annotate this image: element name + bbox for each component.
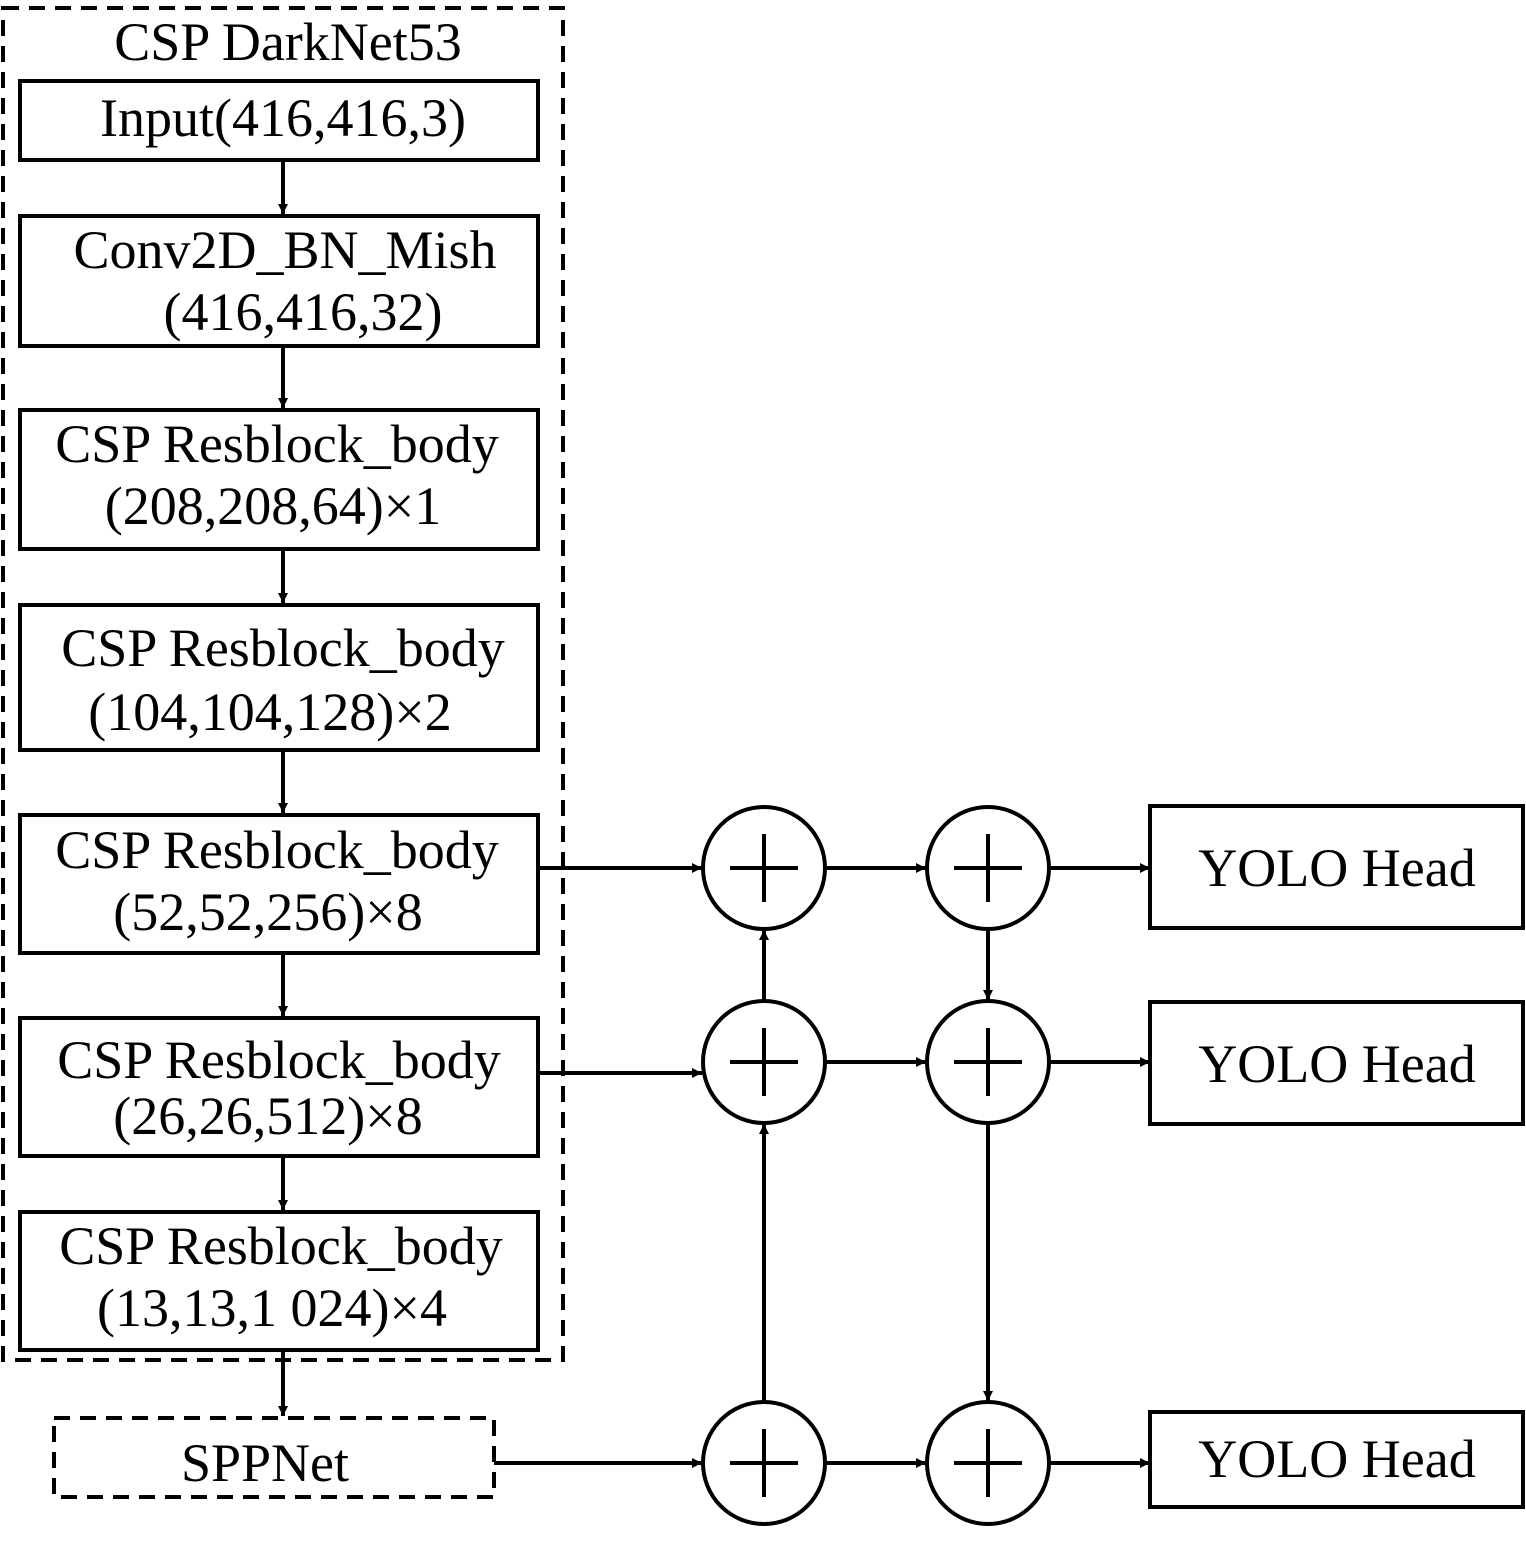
fusion-node-2-mid — [925, 999, 1051, 1125]
block-conv-line1: Conv2D_BN_Mish — [73, 220, 496, 280]
block-res5-line1: CSP Resblock_body — [59, 1216, 503, 1276]
block-resblock-2: CSP Resblock_body (104,104,128)×2 — [18, 603, 540, 752]
fusion-nodes — [701, 805, 1051, 1526]
block-resblock-3: CSP Resblock_body (52,52,256)×8 — [18, 813, 540, 955]
block-res4-line1: CSP Resblock_body — [57, 1030, 501, 1090]
block-input-label: Input(416,416,3) — [100, 88, 466, 148]
backbone-title: CSP DarkNet53 — [114, 12, 462, 72]
block-res3-line1: CSP Resblock_body — [55, 820, 499, 880]
block-res1-line1: CSP Resblock_body — [55, 414, 499, 474]
block-res2-line2: (104,104,128)×2 — [88, 682, 451, 742]
block-resblock-4: CSP Resblock_body (26,26,512)×8 — [18, 1016, 540, 1158]
block-resblock-1: CSP Resblock_body (208,208,64)×1 — [18, 408, 540, 551]
fusion-node-1-mid — [701, 999, 827, 1125]
yolo-head-2-label: YOLO Head — [1198, 1034, 1475, 1094]
yolo-head-3: YOLO Head — [1148, 1410, 1525, 1509]
yolo-head-1: YOLO Head — [1148, 804, 1525, 930]
block-input: Input(416,416,3) — [18, 79, 540, 162]
fusion-node-1-top — [701, 805, 827, 931]
spp-label: SPPNet — [181, 1433, 349, 1493]
spp-block: SPPNet — [52, 1416, 496, 1499]
block-res4-line2: (26,26,512)×8 — [113, 1086, 422, 1146]
block-res2-line1: CSP Resblock_body — [61, 618, 505, 678]
block-res1-line2: (208,208,64)×1 — [105, 476, 441, 536]
yolo-head-3-label: YOLO Head — [1198, 1429, 1475, 1489]
fusion-node-1-bottom — [701, 1400, 827, 1526]
block-resblock-5: CSP Resblock_body (13,13,1 024)×4 — [18, 1210, 540, 1352]
block-res5-line2: (13,13,1 024)×4 — [97, 1278, 447, 1338]
fusion-node-2-bottom — [925, 1400, 1051, 1526]
block-res3-line2: (52,52,256)×8 — [113, 882, 422, 942]
yolo-head-2: YOLO Head — [1148, 1000, 1525, 1126]
fusion-connectors — [759, 863, 1150, 1468]
block-conv-line2: (416,416,32) — [164, 282, 443, 342]
block-conv2d-bn-mish: Conv2D_BN_Mish (416,416,32) — [18, 214, 540, 348]
fusion-node-2-top — [925, 805, 1051, 931]
yolo-head-1-label: YOLO Head — [1198, 838, 1475, 898]
lateral-connectors — [494, 863, 702, 1468]
